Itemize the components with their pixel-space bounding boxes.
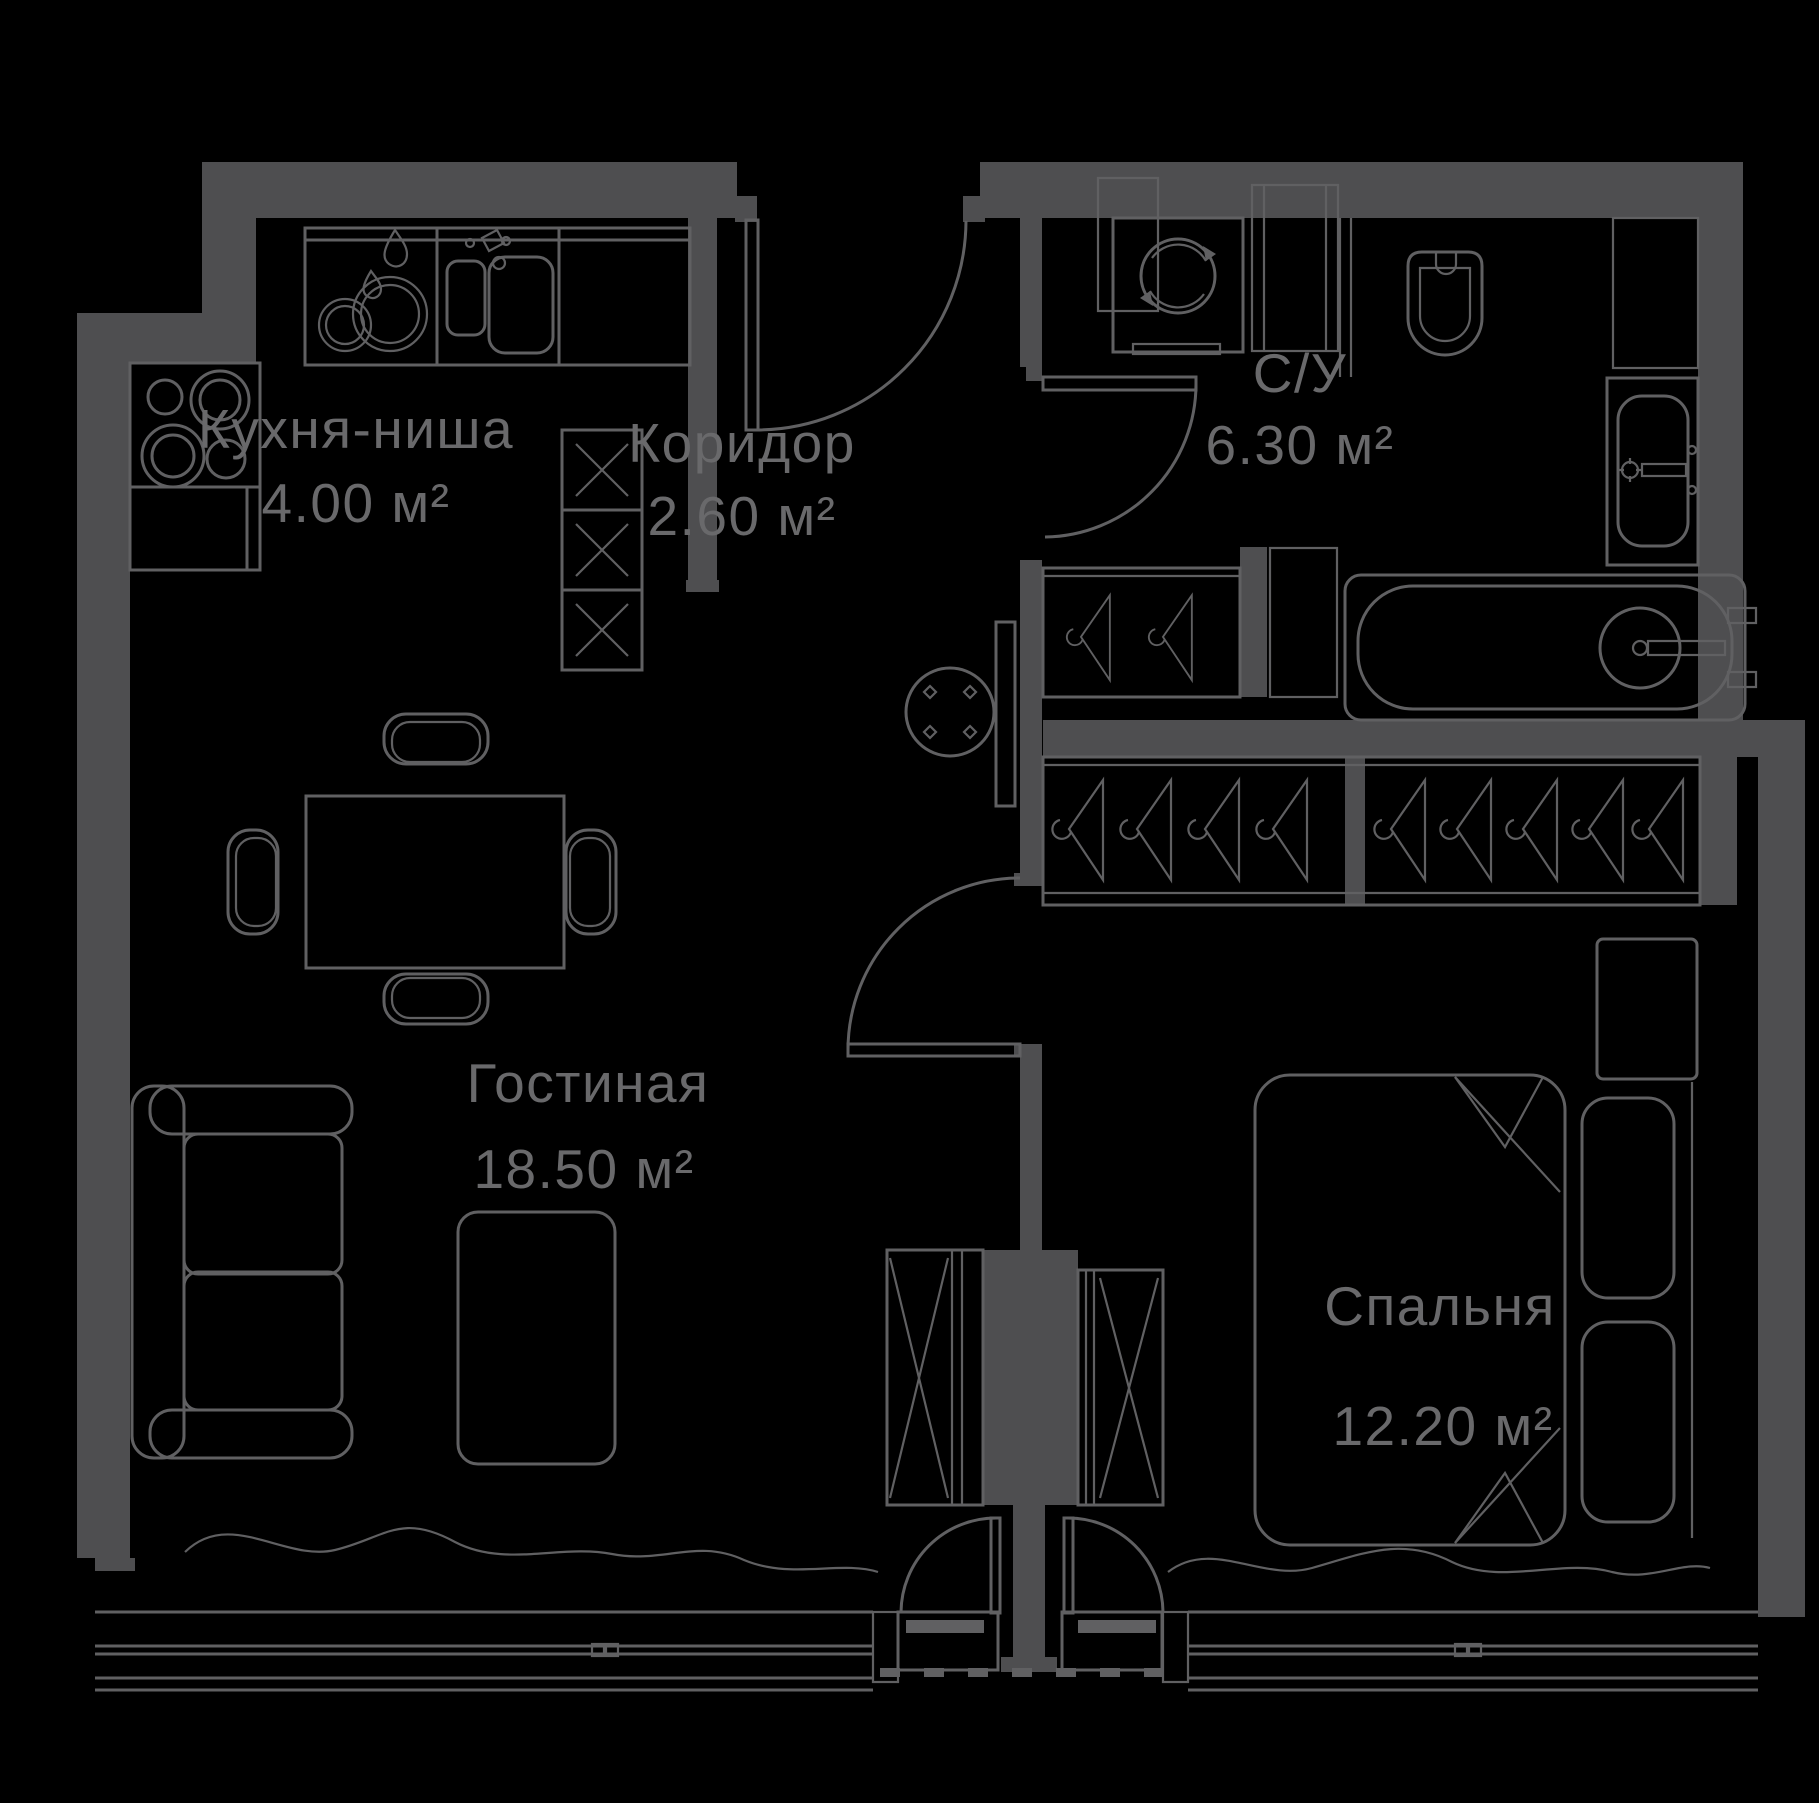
pillow-icon-bottom xyxy=(1580,1320,1676,1524)
corridor-console-table xyxy=(904,620,1017,808)
wardrobe-hangers-row xyxy=(1041,755,1702,907)
wall-kitchen-right xyxy=(688,218,717,580)
balcony-door-right-leaf xyxy=(1062,1516,1075,1615)
pillow-icon-top xyxy=(1580,1096,1676,1300)
dish-rack-icon xyxy=(317,227,429,353)
tv-cabinet-bedroom xyxy=(1076,1268,1165,1507)
washing-machine-icon xyxy=(1111,216,1245,356)
wall-bedroom-right xyxy=(1758,757,1805,1617)
wall-corridor-right-a xyxy=(1020,218,1042,367)
bathroom-door xyxy=(1041,375,1198,539)
bathroom-niche xyxy=(1611,216,1700,370)
balcony-door-left-leaf xyxy=(989,1516,1002,1615)
kitchen-tall-cabinet xyxy=(560,428,644,672)
tv-cabinet-living xyxy=(885,1248,985,1507)
room-label-corridor-name: Коридор xyxy=(628,412,856,474)
balcony-door-right xyxy=(1060,1516,1190,1684)
bedroom-door-swing-arc xyxy=(846,876,1021,1051)
bedroom-door xyxy=(846,876,1022,1058)
wall-center-block xyxy=(983,1250,1078,1505)
balcony-door-right-arc xyxy=(1067,1516,1165,1613)
entrance-door-leaf xyxy=(744,218,760,432)
room-label-bathroom-name: С/У xyxy=(1253,342,1347,404)
room-label-bedroom-name: Спальня xyxy=(1324,1275,1556,1337)
bathroom-door-swing-arc xyxy=(1044,383,1198,539)
jamb-bedroom-door-top xyxy=(1014,873,1042,886)
bathroom-door-leaf xyxy=(1041,375,1198,392)
coffee-table-icon xyxy=(456,1210,617,1466)
wall-closet-bar xyxy=(1240,547,1267,697)
room-label-corridor-area: 2.60 м² xyxy=(648,485,837,547)
wall-kitchen-right-end xyxy=(686,580,719,592)
wall-left-end-tick xyxy=(95,1558,135,1571)
room-label-bathroom-area: 6.30 м² xyxy=(1206,414,1395,476)
vestibule-closet xyxy=(1041,566,1242,699)
entrance-door xyxy=(744,218,968,432)
room-label-living-area: 18.50 м² xyxy=(473,1138,694,1200)
entrance-door-swing-arc xyxy=(756,220,968,432)
room-labels: Кухня-ниша 4.00 м² Коридор 2.60 м² С/У 6… xyxy=(198,342,1556,1457)
room-label-kitchen-name: Кухня-ниша xyxy=(198,398,514,460)
wall-wardrobe-divider xyxy=(1345,757,1365,905)
dining-table-icon xyxy=(226,712,618,1026)
room-label-bedroom-area: 12.20 м² xyxy=(1332,1395,1553,1457)
bed-icon xyxy=(1253,1073,1694,1547)
bathroom-sink-icon xyxy=(1605,376,1700,567)
wall-divider-stub xyxy=(1020,1056,1042,1250)
toilet-icon xyxy=(1406,250,1484,357)
window-bedroom xyxy=(1188,1610,1758,1692)
duct-shaft-left xyxy=(1096,176,1160,313)
wall-wardrobe-end xyxy=(1700,757,1737,905)
wall-wardrobe-band xyxy=(1043,720,1805,757)
sofa-icon xyxy=(130,1084,354,1460)
room-label-living-name: Гостиная xyxy=(467,1052,710,1114)
bedroom-door-leaf xyxy=(846,1042,1022,1058)
balcony-door-left xyxy=(871,1516,1002,1684)
wall-left xyxy=(77,313,130,1558)
jamb-bath-door xyxy=(1026,367,1042,381)
room-label-kitchen-area: 4.00 м² xyxy=(262,472,451,534)
walls xyxy=(77,162,1805,1672)
window-living xyxy=(95,1610,873,1692)
kitchen-counter xyxy=(303,226,692,367)
jamb-entrance-left xyxy=(735,196,757,222)
wall-top-right xyxy=(980,162,1743,218)
jamb-entrance-right xyxy=(963,196,985,222)
balcony-door-left-arc xyxy=(899,1516,997,1613)
duct-shaft-right xyxy=(1250,183,1340,353)
bathtub-icon xyxy=(1343,573,1758,722)
curtain-bedroom xyxy=(1167,1547,1711,1576)
wall-bathroom-right xyxy=(1698,218,1743,720)
nightstand-icon xyxy=(1595,937,1699,1081)
wall-top-left xyxy=(202,162,737,218)
kitchen-sink-icon xyxy=(445,228,555,355)
wall-corridor-right-b xyxy=(1020,560,1042,873)
bath-shelf-cell xyxy=(1268,546,1339,699)
balcony-sill-hatches xyxy=(880,1668,1164,1677)
curtain-living xyxy=(184,1527,879,1574)
wall-center-stem xyxy=(1013,1505,1045,1657)
kitchen-cabinet xyxy=(128,485,262,572)
